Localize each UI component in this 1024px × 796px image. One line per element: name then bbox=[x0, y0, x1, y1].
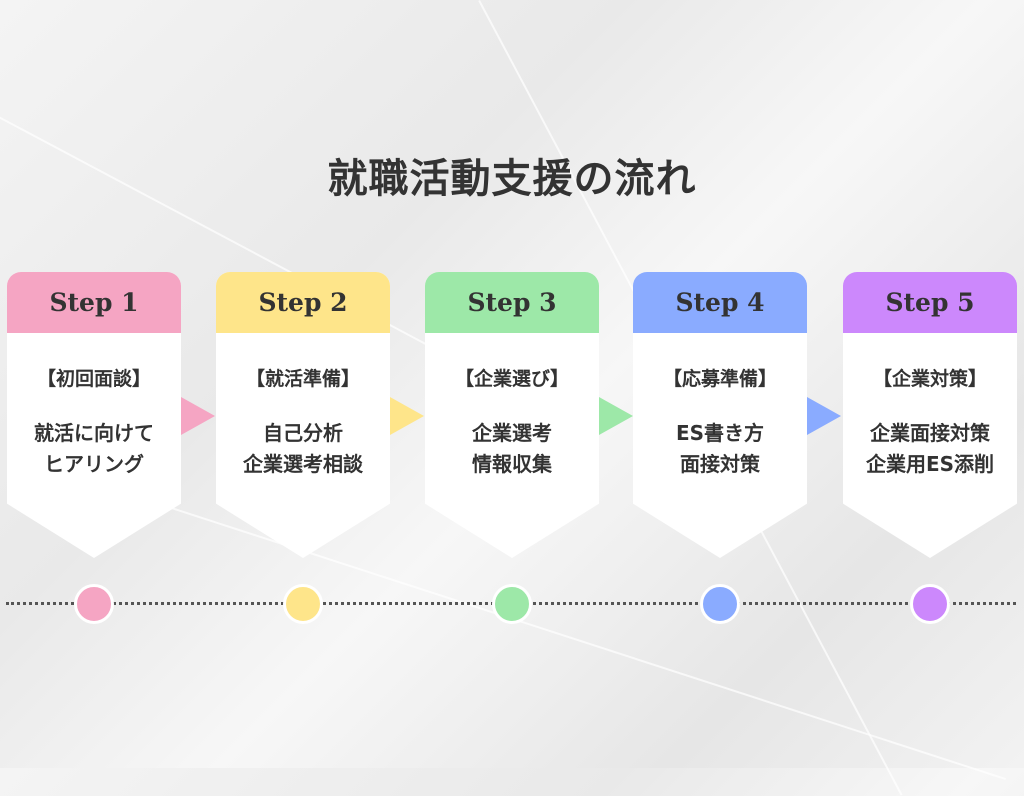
step-header: Step 5 bbox=[843, 272, 1017, 333]
step-header: Step 2 bbox=[216, 272, 390, 333]
step-category: 【企業対策】 bbox=[872, 368, 987, 390]
step-description: 企業面接対策企業用ES添削 bbox=[843, 418, 1017, 480]
step-card-5: Step 5 【企業対策】 企業面接対策企業用ES添削 bbox=[843, 272, 1017, 558]
step-description-line: ES書き方 bbox=[675, 421, 765, 445]
step-card-1: Step 1 【初回面談】 就活に向けてヒアリング bbox=[7, 272, 181, 558]
step-category: 【初回面談】 bbox=[36, 368, 151, 390]
timeline-marker-2 bbox=[283, 584, 323, 624]
arrow-right-icon bbox=[807, 397, 841, 435]
step-description-line: 自己分析 bbox=[263, 421, 343, 445]
step-category: 【就活準備】 bbox=[245, 368, 360, 390]
step-description: 就活に向けてヒアリング bbox=[7, 418, 181, 480]
arrow-right-icon bbox=[599, 397, 633, 435]
step-description-line: 就活に向けて bbox=[34, 421, 154, 445]
arrow-right-icon bbox=[181, 397, 215, 435]
step-header: Step 3 bbox=[425, 272, 599, 333]
step-description-line: ヒアリング bbox=[44, 452, 144, 476]
step-description: ES書き方面接対策 bbox=[633, 418, 807, 480]
step-card-3: Step 3 【企業選び】 企業選考情報収集 bbox=[425, 272, 599, 558]
step-category: 【企業選び】 bbox=[454, 368, 569, 390]
step-description-line: 企業用ES添削 bbox=[865, 452, 995, 476]
step-description-line: 企業選考相談 bbox=[243, 452, 363, 476]
step-description-line: 面接対策 bbox=[680, 452, 760, 476]
step-category: 【応募準備】 bbox=[662, 368, 777, 390]
timeline-marker-3 bbox=[492, 584, 532, 624]
step-description-line: 情報収集 bbox=[472, 452, 552, 476]
step-description-line: 企業選考 bbox=[472, 421, 552, 445]
arrow-right-icon bbox=[390, 397, 424, 435]
timeline-marker-4 bbox=[700, 584, 740, 624]
timeline-marker-1 bbox=[74, 584, 114, 624]
step-card-2: Step 2 【就活準備】 自己分析企業選考相談 bbox=[216, 272, 390, 558]
step-header: Step 4 bbox=[633, 272, 807, 333]
step-description: 自己分析企業選考相談 bbox=[216, 418, 390, 480]
page-title: 就職活動支援の流れ bbox=[327, 156, 697, 202]
step-description: 企業選考情報収集 bbox=[425, 418, 599, 480]
step-card-4: Step 4 【応募準備】 ES書き方面接対策 bbox=[633, 272, 807, 558]
step-description-line: 企業面接対策 bbox=[870, 421, 990, 445]
timeline-marker-5 bbox=[910, 584, 950, 624]
step-header: Step 1 bbox=[7, 272, 181, 333]
